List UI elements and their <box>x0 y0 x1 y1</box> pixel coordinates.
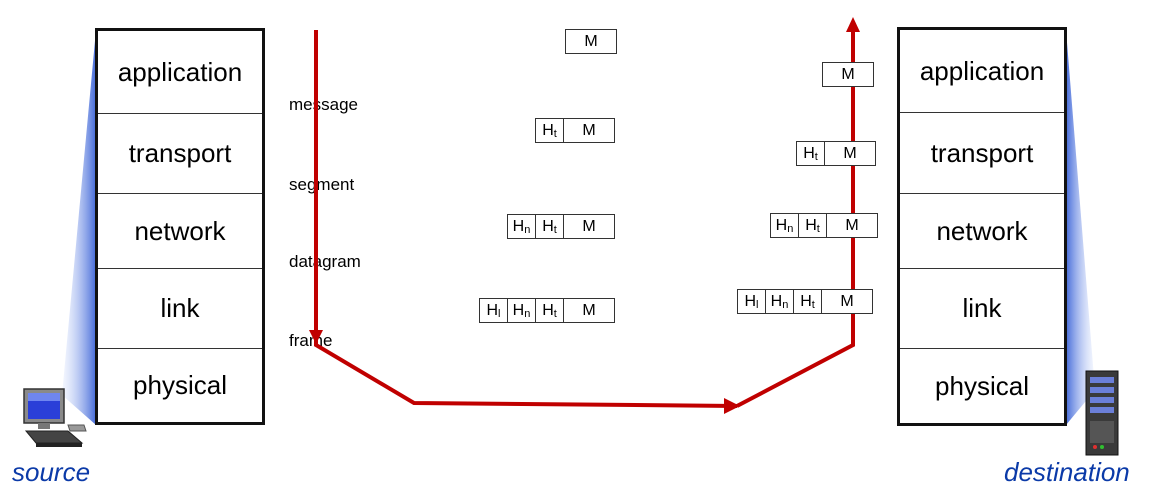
flow-arrowhead-down <box>309 330 323 344</box>
payload-m: M <box>584 32 598 50</box>
destination-layer-link: link <box>900 269 1064 349</box>
packet-message-received: M <box>822 62 874 87</box>
server-tower-icon <box>1085 370 1119 456</box>
source-layer-network: network <box>98 194 262 269</box>
flow-arrow-line-up <box>736 30 855 408</box>
packet-message: M <box>565 29 617 54</box>
pdu-label-segment: segment <box>289 175 355 194</box>
payload-m: M <box>840 292 854 310</box>
source-layer-application: application <box>98 31 262 114</box>
payload-m: M <box>841 65 855 83</box>
payload-m: M <box>582 217 596 235</box>
destination-beam <box>1066 30 1095 425</box>
pdu-label-datagram: datagram <box>289 252 361 271</box>
pdu-label-message: message <box>289 95 358 114</box>
destination-caption: destination <box>1004 457 1130 487</box>
source-layer-transport: transport <box>98 114 262 194</box>
desktop-computer-icon <box>23 388 87 447</box>
payload-m: M <box>582 121 596 139</box>
destination-layer-physical: physical <box>935 370 1029 401</box>
payload-m: M <box>582 301 596 319</box>
source-caption: source <box>12 457 91 487</box>
source-layer-link: link <box>98 269 262 349</box>
source-layer-physical: physical <box>133 370 227 400</box>
flow-arrowhead-up <box>846 17 860 32</box>
destination-layer-application: application <box>900 30 1064 113</box>
destination-layer-network: network <box>900 194 1064 269</box>
source-protocol-stack: application transport network link physi… <box>95 28 265 425</box>
payload-m: M <box>845 216 859 234</box>
flow-arrowhead-right <box>724 398 740 414</box>
destination-layer-transport: transport <box>900 113 1064 194</box>
pdu-label-frame: frame <box>289 331 333 350</box>
payload-m: M <box>843 144 857 162</box>
flow-arrow-line <box>314 30 738 408</box>
destination-protocol-stack: application transport network link physi… <box>897 27 1067 426</box>
source-beam <box>62 30 96 425</box>
